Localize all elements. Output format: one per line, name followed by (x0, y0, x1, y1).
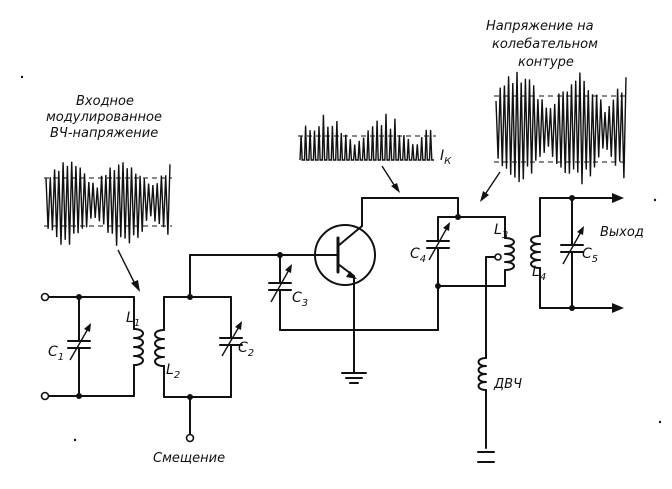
label-l1: L1 (126, 310, 140, 329)
input-arrow (117, 249, 137, 287)
svg-text:C2: C2 (238, 340, 254, 359)
input-waveform (44, 161, 172, 246)
svg-text:C3: C3 (292, 290, 308, 309)
input-arrow-head (131, 280, 140, 292)
tank-caption-1: Напряжение на (486, 19, 594, 34)
collector-current-waveform (298, 113, 436, 161)
output-arrow-top (612, 193, 624, 203)
ik-arrow-head (391, 183, 400, 193)
input-caption-3: ВЧ-напряжение (50, 126, 158, 141)
tank-caption-3: контуре (518, 55, 574, 70)
bias-terminal[interactable] (185, 433, 195, 443)
label-c2: C2 (238, 340, 254, 359)
svg-text:C5: C5 (582, 246, 598, 265)
svg-text:IК: IК (440, 148, 452, 167)
label-c5: C5 (582, 246, 598, 265)
label-ik: IК (440, 148, 452, 167)
input-terminal-top[interactable] (40, 292, 50, 302)
label-l2: L2 (166, 362, 180, 381)
input-caption-1: Входное (76, 94, 134, 109)
label-c1: C1 (48, 344, 64, 363)
input-circuit (40, 292, 144, 401)
tank-arrow (483, 171, 501, 197)
tank-circuit (361, 197, 515, 463)
svg-text:L1: L1 (126, 310, 140, 329)
output-circuit (530, 193, 624, 313)
tank-caption-2: колебательном (492, 37, 598, 52)
tank-waveform (494, 71, 628, 185)
svg-text:L2: L2 (166, 362, 180, 381)
l3-tap (494, 253, 502, 261)
input-terminal-bottom[interactable] (40, 391, 50, 401)
input-caption-2: модулированное (46, 110, 162, 125)
output-caption: Выход (600, 225, 644, 240)
label-l4: L4 (532, 264, 546, 283)
ik-arrow (381, 165, 397, 189)
output-arrow-bottom (612, 303, 624, 313)
amplifier-stage (189, 197, 439, 384)
transistor-body (314, 224, 376, 286)
bias-caption: Смещение (153, 451, 225, 466)
label-c3: C3 (292, 290, 308, 309)
rfc-caption: ДВЧ (493, 377, 522, 392)
label-c4: C4 (410, 246, 426, 265)
bias-circuit (154, 254, 243, 443)
svg-text:L3: L3 (494, 222, 508, 241)
svg-text:C1: C1 (48, 344, 64, 363)
tank-arrow-head (480, 191, 489, 202)
svg-text:L4: L4 (532, 264, 546, 283)
svg-text:C4: C4 (410, 246, 426, 265)
label-l3: L3 (494, 222, 508, 241)
